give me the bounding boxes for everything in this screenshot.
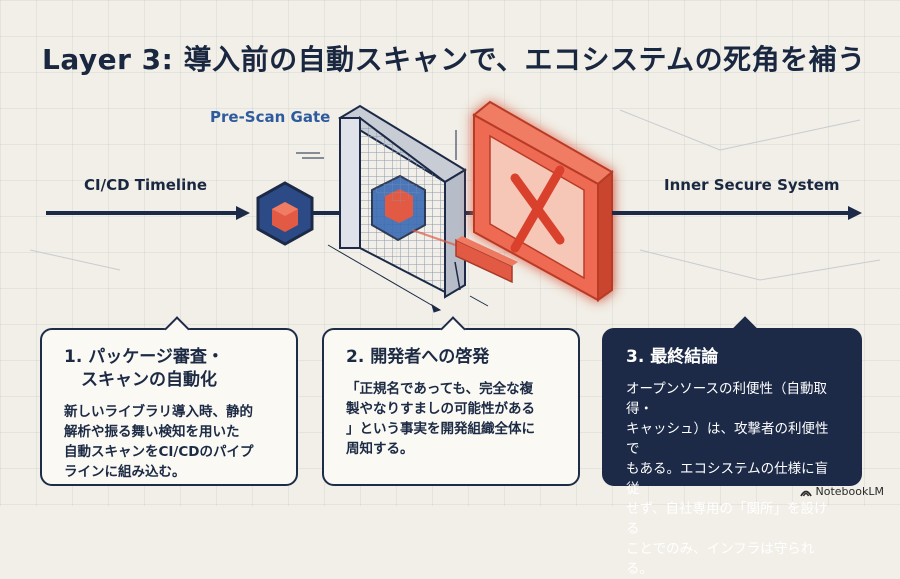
card-conclusion: 3. 最終結論 オープンソースの利便性（自動取得・ キャッシュ）は、攻撃者の利便… [602,316,862,577]
card-body: 新しいライブラリ導入時、静的 解析や振る舞い検知を用いた 自動スキャンをCI/C… [64,404,254,480]
card-title: 3. 最終結論 [626,347,719,367]
timeline-arrow-right [612,206,862,220]
blocked-bar [455,236,518,284]
gate-label: Pre-Scan Gate [210,108,331,126]
notebooklm-logo-icon [799,490,812,496]
measurement-lines [296,130,489,313]
page-title: Layer 3: 導入前の自動スキャンで、エコシステムの死角を補う [42,43,866,76]
card-body: オープンソースの利便性（自動取得・ キャッシュ）は、攻撃者の利便性で もある。エ… [626,381,829,577]
pipeline-diagram [29,100,881,313]
timeline-arrow-left [46,206,250,220]
scanned-package-cube [371,174,426,242]
package-cube-icon [256,181,314,246]
card-awareness: 2. 開発者への啓発 「正規名であっても、完全な複 製やなりすましの可能性がある… [322,316,580,486]
watermark: NotebookLM [799,485,884,498]
card-title: 1. パッケージ審査・ スキャンの自動化 [64,347,224,390]
card-title: 2. 開発者への啓発 [346,347,490,367]
timeline-label: CI/CD Timeline [84,176,208,194]
card-body: 「正規名であっても、完全な複 製やなりすましの可能性がある 」という事実を開発組… [346,381,535,457]
inner-system-label: Inner Secure System [664,176,840,194]
card-automation: 1. パッケージ審査・ スキャンの自動化 新しいライブラリ導入時、静的 解析や振… [40,316,298,486]
block-x-icon [510,165,565,253]
watermark-text: NotebookLM [815,485,884,498]
background-decor-lines [29,109,881,281]
